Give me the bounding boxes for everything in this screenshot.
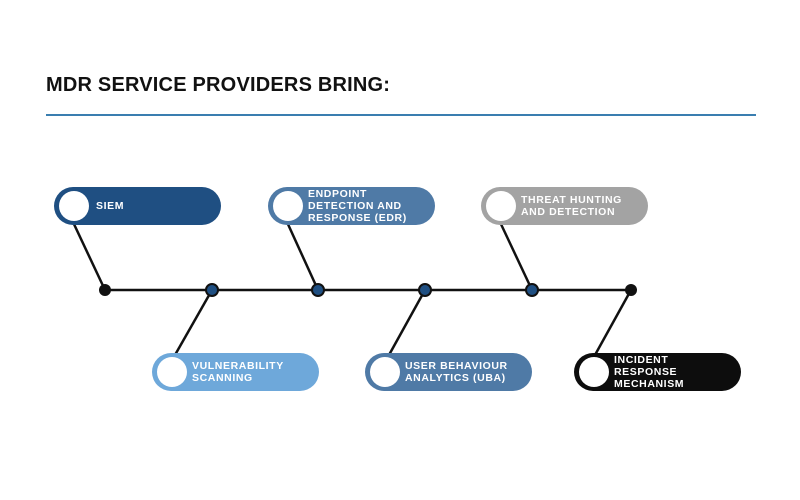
pill-vulnerability-scanning: VULNERABILITY SCANNING bbox=[152, 353, 319, 391]
connector-siem bbox=[71, 221, 107, 291]
circle-icon bbox=[579, 357, 609, 387]
pill-edr: ENDPOINT DETECTION AND RESPONSE (EDR) bbox=[268, 187, 435, 225]
timeline-node bbox=[205, 283, 219, 297]
pill-label: ENDPOINT DETECTION AND RESPONSE (EDR) bbox=[308, 188, 407, 224]
circle-icon bbox=[370, 357, 400, 387]
pill-label: INCIDENT RESPONSE MECHANISM bbox=[614, 354, 685, 390]
connector-edr bbox=[285, 221, 320, 291]
circle-icon bbox=[157, 357, 187, 387]
pill-label: SIEM bbox=[96, 200, 125, 212]
pill-threat-hunting: THREAT HUNTING AND DETECTION bbox=[481, 187, 648, 225]
circle-icon bbox=[486, 191, 516, 221]
page-title: MDR SERVICE PROVIDERS BRING: bbox=[46, 74, 391, 96]
circle-icon bbox=[59, 191, 89, 221]
timeline-node bbox=[525, 283, 539, 297]
connector-threat-hunting bbox=[498, 221, 534, 291]
circle-icon bbox=[273, 191, 303, 221]
connector-incident-response bbox=[593, 289, 633, 356]
connector-vulnerability bbox=[173, 289, 214, 356]
pill-label: THREAT HUNTING AND DETECTION bbox=[521, 194, 622, 218]
pill-label: USER BEHAVIOUR ANALYTICS (UBA) bbox=[405, 360, 508, 384]
timeline-node-end bbox=[625, 284, 637, 296]
title-divider bbox=[46, 114, 756, 116]
pill-uba: USER BEHAVIOUR ANALYTICS (UBA) bbox=[365, 353, 532, 391]
pill-incident-response: INCIDENT RESPONSE MECHANISM bbox=[574, 353, 741, 391]
timeline-node bbox=[418, 283, 432, 297]
timeline-node bbox=[311, 283, 325, 297]
connector-uba bbox=[387, 289, 427, 356]
timeline-node-start bbox=[99, 284, 111, 296]
pill-siem: SIEM bbox=[54, 187, 221, 225]
pill-label: VULNERABILITY SCANNING bbox=[192, 360, 284, 384]
